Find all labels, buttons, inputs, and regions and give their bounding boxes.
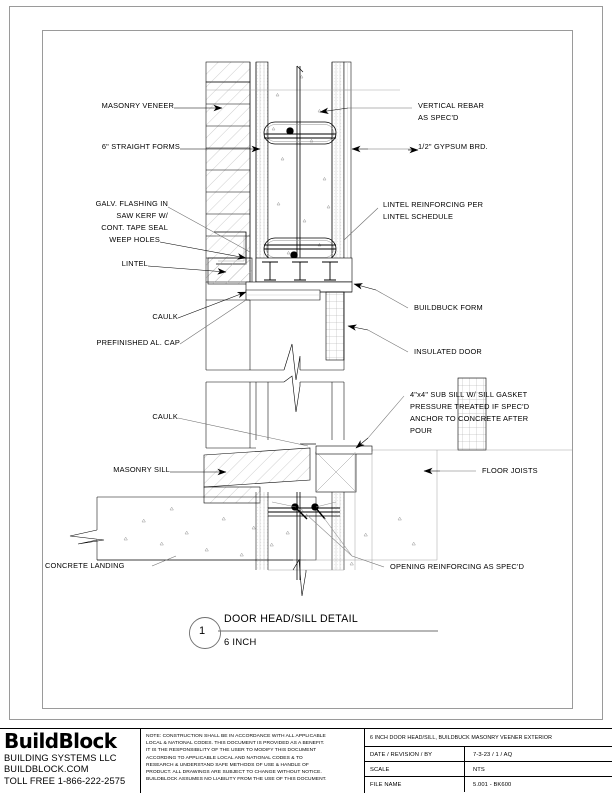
leader-caulk-sill [177,417,309,447]
masonry-veneer [205,61,251,283]
label-galv-flashing-line1: GALV. FLASHING IN [95,199,168,208]
landing-stipple [123,506,416,566]
label-sub-sill-line3: ANCHOR TO CONCRETE AFTER [410,414,529,423]
field-value-scale: NTS [473,766,485,773]
leader-weep-holes [159,241,247,260]
label-floor-joists: FLOOR JOISTS [482,466,538,475]
label-weep-holes: WEEP HOLES [109,235,160,244]
lintel-reinforcing-cage-lower [263,237,337,261]
leader-insulated-door [367,329,409,353]
masonry-sill [203,447,311,504]
brand-name: BuildBlock [4,729,117,753]
leader-opening-reinforcing [351,555,385,568]
drawing-description: 6 INCH DOOR HEAD/SILL, BUILDBUCK MASONRY… [365,729,612,747]
buildbuck-form [255,257,353,283]
company-logo-block: BuildBlock BUILDING SYSTEMS LLC BUILDBLO… [4,731,138,791]
insulated-door [325,291,345,361]
label-insulated-door: INSULATED DOOR [414,347,482,356]
leader-prefinished-cap [179,299,247,345]
detail-title: DOOR HEAD/SILL DETAIL [224,613,359,625]
label-gypsum-board: 1/2" GYPSUM BRD. [418,142,488,151]
rim-line [344,449,572,560]
label-sub-sill-line4: POUR [410,426,433,435]
disclaimer-note: NOTE: CONSTRUCTION SHALL BE IN ACCORDANC… [140,729,364,793]
label-sub-sill-line1: 4"x4" SUB SILL W/ SILL GASKET [410,390,528,399]
field-label-date: DATE / REVISION / BY [365,747,465,761]
leader-lintel [147,265,227,275]
vertical-rebar [296,65,304,282]
floor-joists [457,377,487,451]
label-galv-flashing-line3: CONT. TAPE SEAL [101,223,168,232]
form-ties [262,261,338,281]
vertical-rebar-lower [296,492,301,580]
field-row-date: DATE / REVISION / BY 7-3-23 / 1 / AQ [365,747,612,762]
leader-caulk-head [177,291,247,319]
label-caulk-head: CAULK [152,312,178,321]
note-line: ACCORDING TO APPLICABLE LOCAL AND NATION… [146,755,303,761]
sub-sill [315,445,373,493]
label-lintel: LINTEL [121,259,148,268]
leader-buildbuck-form [375,289,409,309]
leader-sub-sill [367,395,405,439]
title-block-fields: 6 INCH DOOR HEAD/SILL, BUILDBUCK MASONRY… [364,729,612,793]
brand-line-1: BUILDING SYSTEMS LLC [4,753,117,763]
opening-reinforcing [268,501,340,520]
label-sub-sill-line2: PRESSURE TREATED IF SPEC'D [410,402,530,411]
field-row-scale: SCALE NTS [365,762,612,777]
label-masonry-sill: MASONRY SILL [113,465,170,474]
field-value-date: 7-3-23 / 1 / AQ [473,751,513,758]
wall-break-lower [205,282,345,381]
label-buildbuck-form: BUILDBUCK FORM [414,303,483,312]
detail-scale-note: 6 INCH [224,636,257,647]
label-vertical-rebar-line2: AS SPEC'D [418,113,459,122]
field-row-filename: FILE NAME 5.001 - BK600 [365,777,612,792]
prefinished-al-cap [245,289,321,301]
sill-gasket [315,445,373,455]
label-prefinished-al-cap: PREFINISHED AL. CAP [96,338,180,347]
detail-title-bubble [189,617,438,649]
leader-lintel-reinforcing [343,207,379,241]
label-lintel-reinforcing-line1: LINTEL REINFORCING PER [383,200,484,209]
label-opening-reinforcing: OPENING REINFORCING AS SPEC'D [390,562,525,571]
label-galv-flashing-line2: SAW KERF W/ [116,211,168,220]
sheet-border [9,6,603,720]
brand-website: BUILDBLOCK.COM [4,764,89,775]
air-cavity [249,62,257,282]
field-label-filename: FILE NAME [365,777,465,792]
label-lintel-reinforcing-line2: LINTEL SCHEDULE [383,212,454,221]
note-line: BUILDBLOCK ASSUMES NO LIABILITY FROM THE… [146,777,327,783]
note-line: IT IS THE RESPONSIBILITY OF THE USER TO … [146,748,317,754]
note-line: NOTE: CONSTRUCTION SHALL BE IN ACCORDANC… [146,734,326,739]
wall-above-sill [205,382,345,449]
head-detail [205,61,400,381]
label-masonry-veneer: MASONRY VENEER [101,101,174,110]
title-block: BuildBlock BUILDING SYSTEMS LLC BUILDBLO… [0,728,612,793]
note-line: PRODUCT. ALL DRAWINGS ARE SUBJECT TO CHA… [146,770,322,776]
note-line: LOCAL & NATIONAL CODES. THIS DOCUMENT IS… [146,741,325,747]
lintel-reinforcing-cage-upper [263,121,337,145]
interior-finish-lower [354,452,373,570]
label-straight-forms: 6" STRAIGHT FORMS [101,142,180,151]
sill-detail [69,375,572,597]
label-vertical-rebar-line1: VERTICAL REBAR [418,101,485,110]
field-value-filename: 5.001 - BK600 [473,781,512,788]
leader-galv-flashing [167,206,251,253]
leader-concrete-landing [151,555,177,567]
gypsum-board [343,61,352,283]
leader-lines [147,104,476,568]
break-symbol-landing [69,529,105,545]
break-symbol-upper [283,343,301,381]
brand-phone: TOLL FREE 1-866-222-2575 [4,775,126,786]
break-symbol-lower [283,375,301,413]
detail-number: 1 [199,625,206,637]
break-symbol-bottom [292,559,307,597]
concrete-landing [69,496,416,566]
label-concrete-landing: CONCRETE LANDING [45,561,125,570]
note-line: RESEARCH & UNDERSTAND SAFE METHODS OF US… [146,762,309,768]
label-caulk-sill: CAULK [152,412,178,421]
field-label-scale: SCALE [365,762,465,776]
